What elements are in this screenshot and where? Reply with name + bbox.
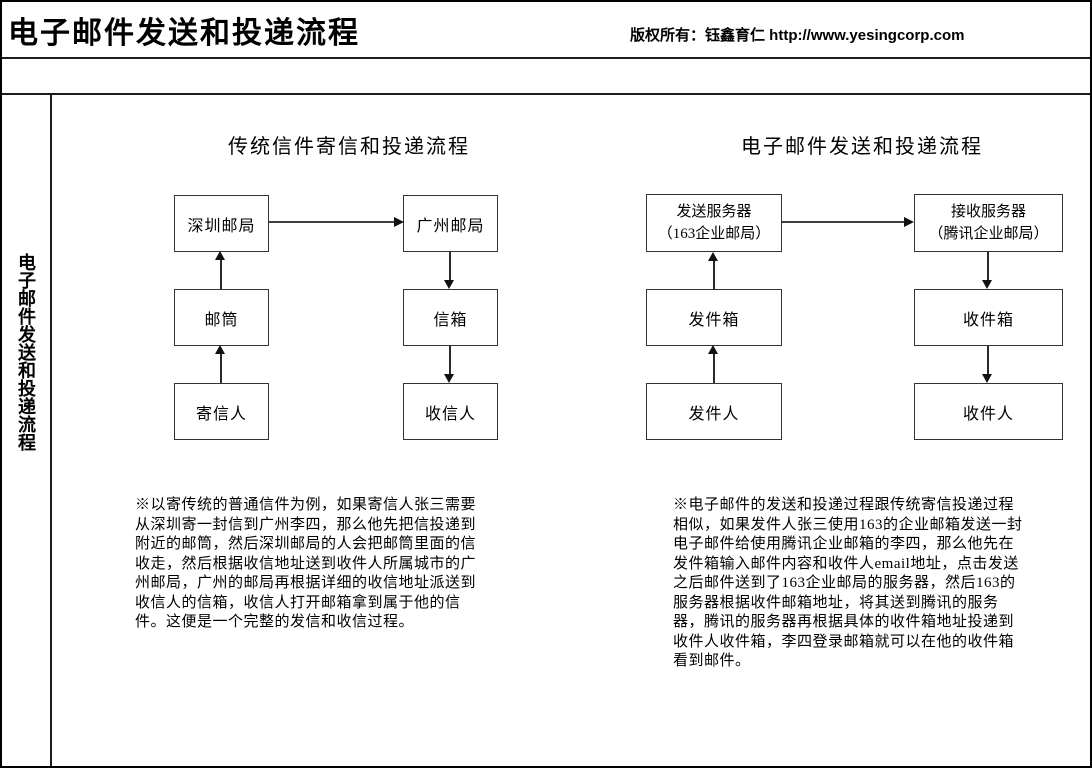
box-letterbox: 信箱: [403, 289, 498, 346]
box-label-line1: 发送服务器: [676, 204, 752, 220]
box-mail-recipient: 收件人: [914, 383, 1063, 440]
box-label: 邮筒: [204, 311, 239, 329]
copyright-text: 版权所有：钰鑫育仁 http://www.yesingcorp.com: [630, 27, 965, 44]
box-send-server: 发送服务器 （163企业邮局）: [646, 194, 782, 252]
traditional-flow-title: 传统信件寄信和投递流程: [228, 136, 470, 158]
box-receive-server: 接收服务器 （腾讯企业邮局）: [914, 194, 1063, 252]
box-post-office-shenzhen: 深圳邮局: [174, 195, 269, 252]
box-label: 收件人: [962, 405, 1014, 423]
box-label-line2: （腾讯企业邮局）: [928, 226, 1049, 242]
box-outbox: 发件箱: [646, 289, 782, 346]
box-letter-sender: 寄信人: [174, 383, 269, 440]
page-title: 电子邮件发送和投递流程: [8, 17, 360, 50]
header-divider-line: [2, 57, 1090, 59]
box-label: 广州邮局: [416, 217, 485, 235]
box-label: 发件人: [688, 405, 740, 423]
box-postbox: 邮筒: [174, 289, 269, 346]
box-inbox: 收件箱: [914, 289, 1063, 346]
box-post-office-guangzhou: 广州邮局: [403, 195, 498, 252]
email-flow-description: ※电子邮件的发送和投递过程跟传统寄信投递过程 相似，如果发件人张三使用163的企…: [673, 497, 1023, 669]
box-label-line2: （163企业邮局）: [657, 226, 771, 242]
box-label: 发件箱: [688, 311, 740, 329]
subheader-divider-line: [2, 93, 1090, 95]
box-label: 寄信人: [195, 405, 247, 423]
sidebar-vertical-title: 电子邮件发送和投递流程: [16, 253, 36, 451]
email-flow-title: 电子邮件发送和投递流程: [741, 136, 983, 158]
box-label-line1: 接收服务器: [950, 204, 1026, 220]
traditional-flow-description: ※以寄传统的普通信件为例，如果寄信人张三需要 从深圳寄一封信到广州李四，那么他先…: [135, 497, 477, 630]
box-letter-recipient: 收信人: [403, 383, 498, 440]
box-label: 信箱: [433, 311, 468, 329]
box-label: 收信人: [424, 405, 476, 423]
sidebar-divider-line: [50, 95, 52, 766]
box-label: 深圳邮局: [187, 217, 256, 235]
box-label: 收件箱: [962, 311, 1014, 329]
box-mail-sender: 发件人: [646, 383, 782, 440]
